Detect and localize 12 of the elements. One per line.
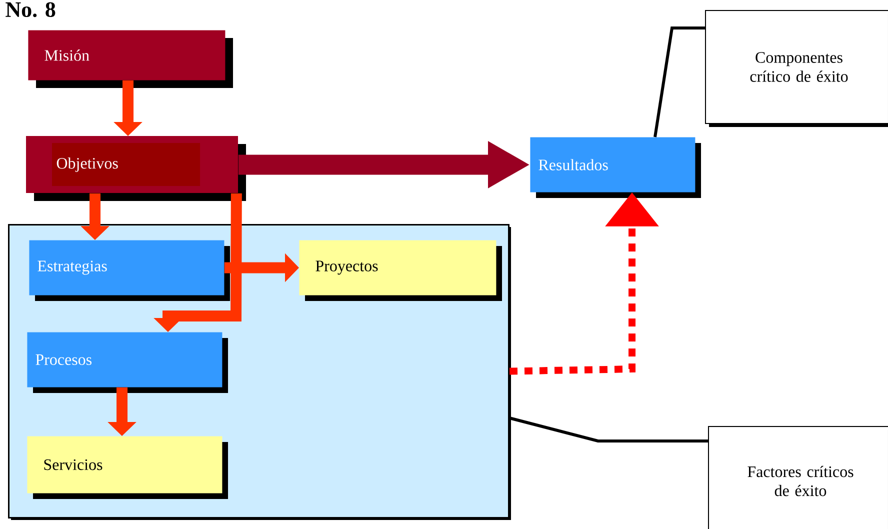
leader-line bbox=[509, 416, 708, 442]
heading: No. 8 bbox=[6, 2, 56, 18]
leader-line bbox=[654, 26, 705, 138]
callout-box: Factores críticos de éxito bbox=[708, 426, 888, 529]
process-box: Servicios bbox=[27, 436, 228, 499]
process-box: Resultados bbox=[530, 137, 701, 198]
block-box: Objetivos bbox=[26, 136, 246, 201]
block-box: Misión bbox=[28, 30, 233, 88]
process-box: Procesos bbox=[27, 332, 228, 393]
callout-box: Componentes crítico de éxito bbox=[705, 10, 888, 127]
process-box: Estrategias bbox=[29, 240, 230, 301]
process-box: Proyectos bbox=[299, 240, 502, 301]
